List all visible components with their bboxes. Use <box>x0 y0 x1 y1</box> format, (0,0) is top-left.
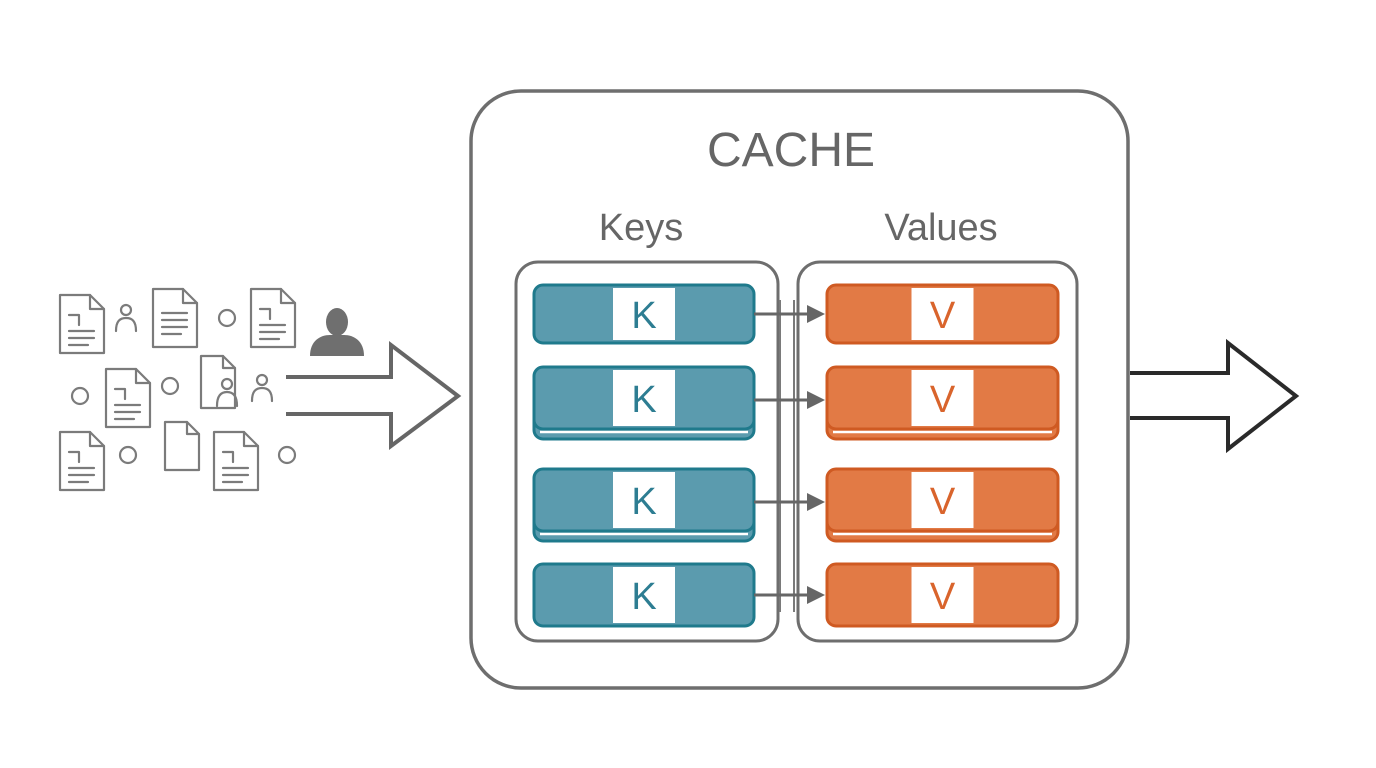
dot-icon <box>217 308 237 328</box>
key-cell-label-box <box>613 472 675 528</box>
cache-title: CACHE <box>707 124 875 177</box>
value-cell-label-box <box>911 567 974 623</box>
document-icon <box>163 420 201 472</box>
value-cell: V <box>825 283 1060 345</box>
values-panel <box>796 260 1079 643</box>
value-cell: V <box>825 467 1060 543</box>
user-icon <box>114 303 138 333</box>
input-cluster <box>58 287 297 492</box>
key-cell-label-box <box>613 567 675 623</box>
arrowhead-icon <box>807 305 825 323</box>
user-icon <box>250 373 274 403</box>
key-value-arrows <box>754 305 825 604</box>
key-cell-label: K <box>631 295 656 337</box>
value-cell-label-box <box>911 472 974 528</box>
arrowhead-icon <box>807 391 825 409</box>
key-cell: K <box>532 467 756 543</box>
connector-rails <box>779 300 795 612</box>
key-cell-label: K <box>631 481 656 523</box>
dot-icon <box>118 445 138 465</box>
dot-icon <box>277 445 297 465</box>
document-icon <box>249 287 297 349</box>
input-arrow-icon <box>286 340 462 450</box>
arrowhead-icon <box>807 586 825 604</box>
key-cell-label-box <box>613 370 675 426</box>
values-header: Values <box>884 207 997 249</box>
value-cell-label: V <box>930 295 956 337</box>
document-icon <box>58 293 106 355</box>
value-cell-label-box <box>911 370 974 426</box>
document-icon <box>58 430 106 492</box>
document-icon <box>151 287 199 349</box>
key-cell-label: K <box>631 576 656 618</box>
output-arrow-icon <box>1130 338 1300 454</box>
value-cell: V <box>825 562 1060 628</box>
keys-header: Keys <box>599 207 683 249</box>
key-cell-label-box <box>613 288 675 340</box>
value-cell-label: V <box>930 379 956 421</box>
key-cell: K <box>532 283 756 345</box>
document-icon <box>104 367 152 429</box>
person-silhouette-icon <box>310 308 364 356</box>
dot-icon <box>70 386 90 406</box>
value-cell-label-box <box>911 288 974 340</box>
value-cell: V <box>825 365 1060 441</box>
value-cell-label: V <box>930 481 956 523</box>
keys-panel <box>514 260 780 643</box>
key-cell: K <box>532 365 756 441</box>
dot-icon <box>160 376 180 396</box>
document-icon <box>212 430 260 492</box>
key-cell-label: K <box>631 379 656 421</box>
user-document-icon <box>199 354 239 410</box>
arrowhead-icon <box>807 493 825 511</box>
value-cell-label: V <box>930 576 956 618</box>
key-cell: K <box>532 562 756 628</box>
